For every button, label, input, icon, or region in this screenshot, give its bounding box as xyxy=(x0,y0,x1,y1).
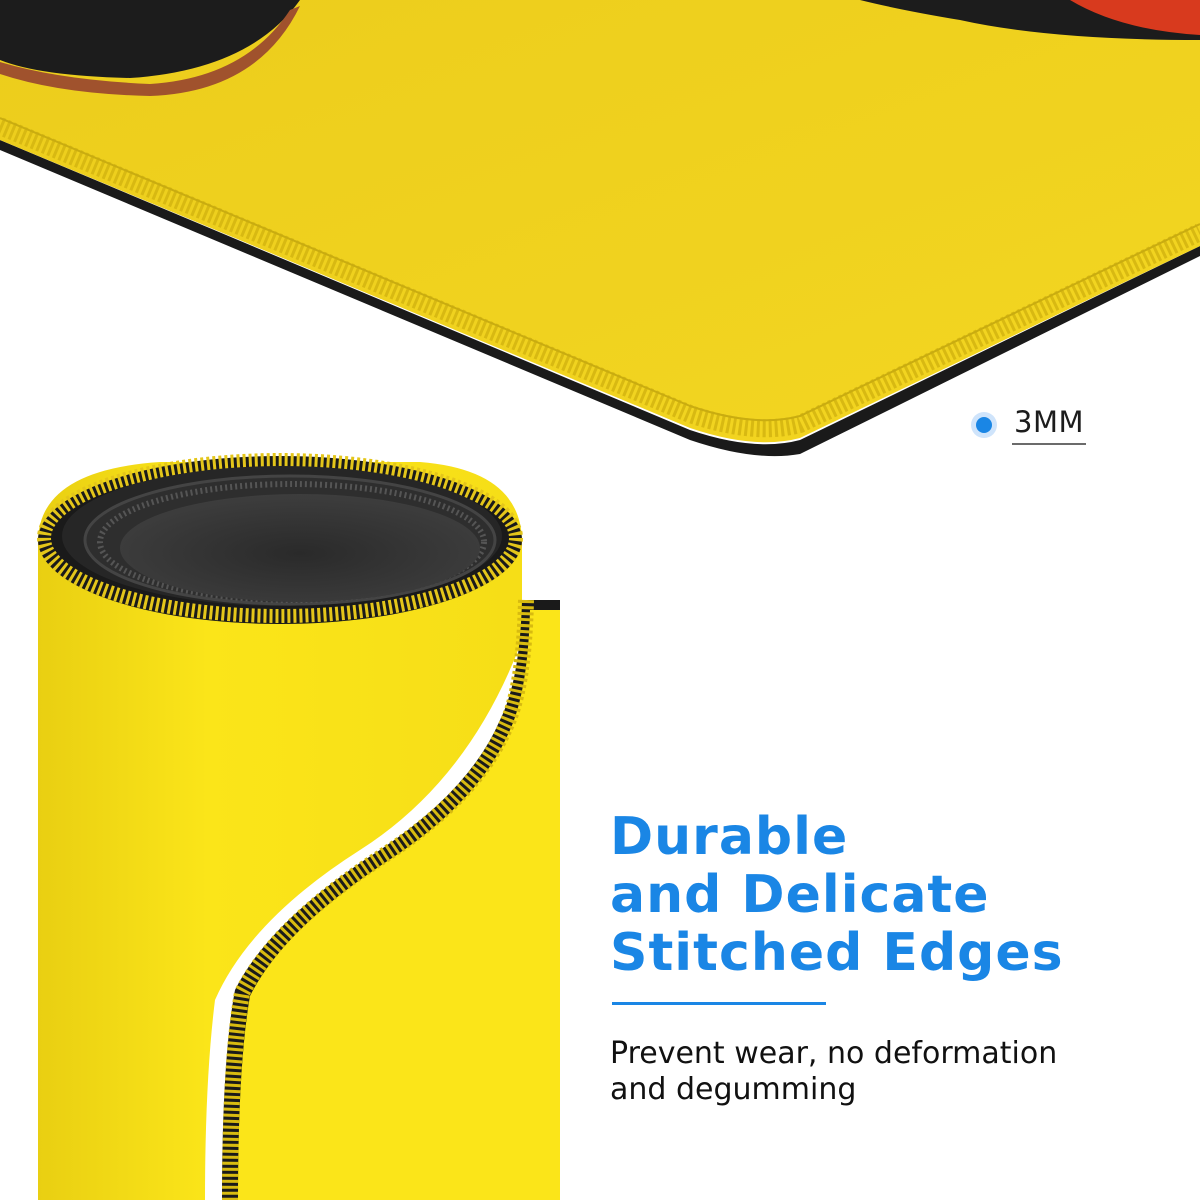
artwork-brown-stripe xyxy=(0,6,300,96)
rolled-pad xyxy=(37,453,560,1200)
thickness-label: 3MM xyxy=(1012,405,1086,445)
headline-line-3: Stitched Edges xyxy=(610,923,1064,983)
headline-line-1: Durable xyxy=(610,807,849,867)
artwork-dark-shape xyxy=(0,0,300,78)
bullet-dot-icon xyxy=(976,417,992,433)
pad-surface xyxy=(0,0,1200,443)
thickness-badge: 3MM xyxy=(976,404,1086,446)
flat-pad xyxy=(0,0,1200,457)
feature-description: Prevent wear, no deformation and degummi… xyxy=(610,1036,1190,1108)
pad-rubber-edge xyxy=(0,140,1200,457)
roll-hollow-center xyxy=(120,494,480,602)
headline-line-2: and Delicate xyxy=(610,865,990,925)
description-line-1: Prevent wear, no deformation xyxy=(610,1036,1058,1071)
headline-divider xyxy=(612,1002,826,1005)
headline: Durable and Delicate Stitched Edges xyxy=(610,808,1170,982)
description-line-2: and degumming xyxy=(610,1072,857,1107)
roll-rim-stitch xyxy=(37,453,523,623)
roll-body xyxy=(38,462,522,1200)
artwork-red-shape xyxy=(1070,0,1200,35)
